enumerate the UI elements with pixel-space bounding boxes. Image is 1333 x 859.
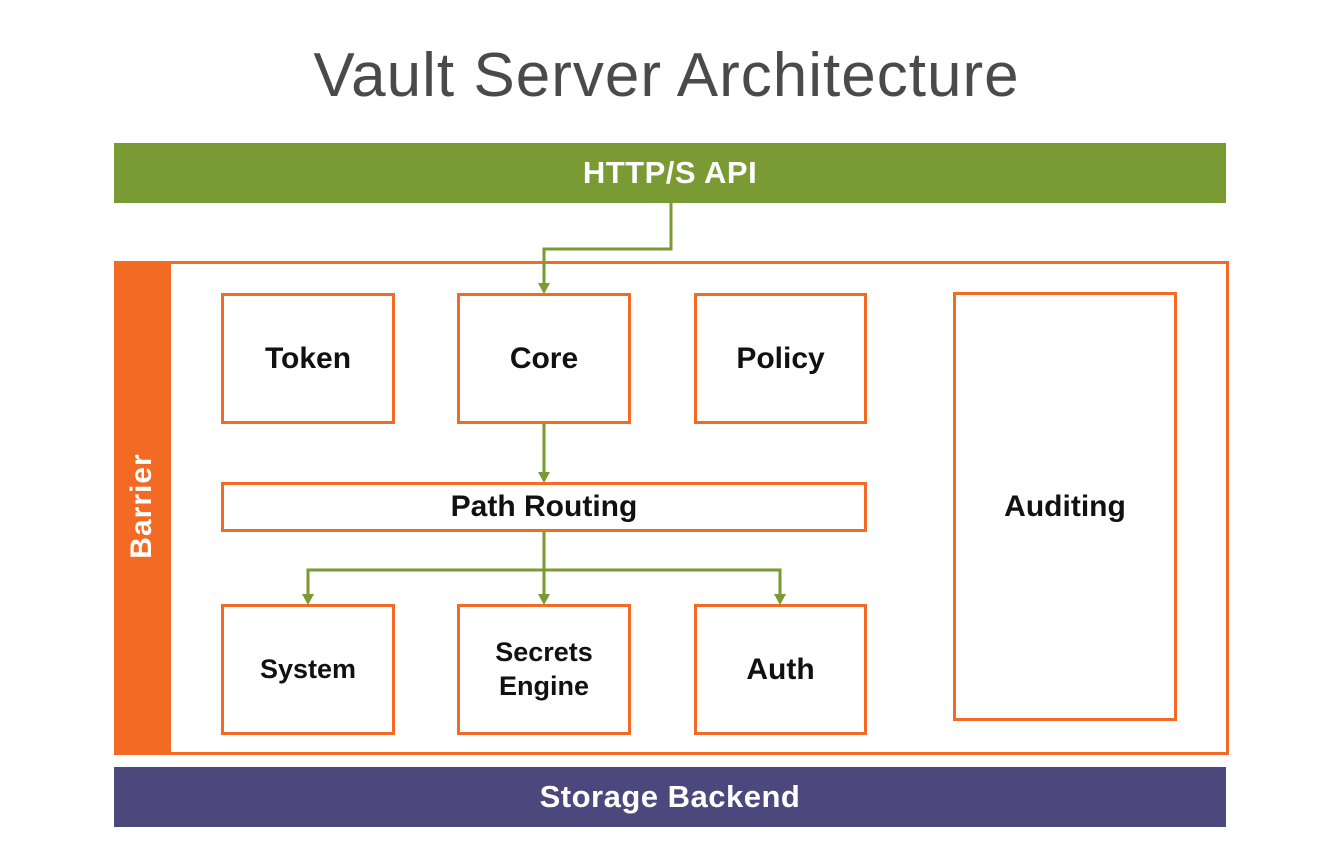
token-label: Token: [264, 341, 352, 375]
storage-backend-label: Storage Backend: [539, 779, 801, 814]
barrier-strip: [114, 261, 171, 755]
auditing-label: Auditing: [1004, 489, 1126, 523]
secrets-engine-box: Secrets Engine: [457, 604, 631, 735]
http-api-label: HTTP/S API: [582, 155, 758, 190]
diagram-title: Vault Server Architecture: [313, 41, 1020, 110]
secrets-engine-label-line2: Engine: [498, 670, 589, 701]
http-api-band: HTTP/S API: [114, 143, 1226, 203]
storage-backend-band: Storage Backend: [114, 767, 1226, 827]
system-label: System: [259, 653, 357, 684]
policy-box: Policy: [694, 293, 867, 424]
auth-box: Auth: [694, 604, 867, 735]
auth-label: Auth: [746, 652, 815, 686]
core-box: Core: [457, 293, 631, 424]
token-box: Token: [221, 293, 395, 424]
system-box: System: [221, 604, 395, 735]
core-label: Core: [509, 341, 579, 375]
barrier-label: Barrier: [125, 453, 158, 559]
path-routing-label: Path Routing: [450, 490, 638, 524]
policy-label: Policy: [736, 341, 825, 375]
auditing-box: Auditing: [953, 292, 1177, 721]
path-routing-box: Path Routing: [221, 482, 867, 532]
secrets-engine-label-line1: Secrets: [495, 636, 593, 667]
